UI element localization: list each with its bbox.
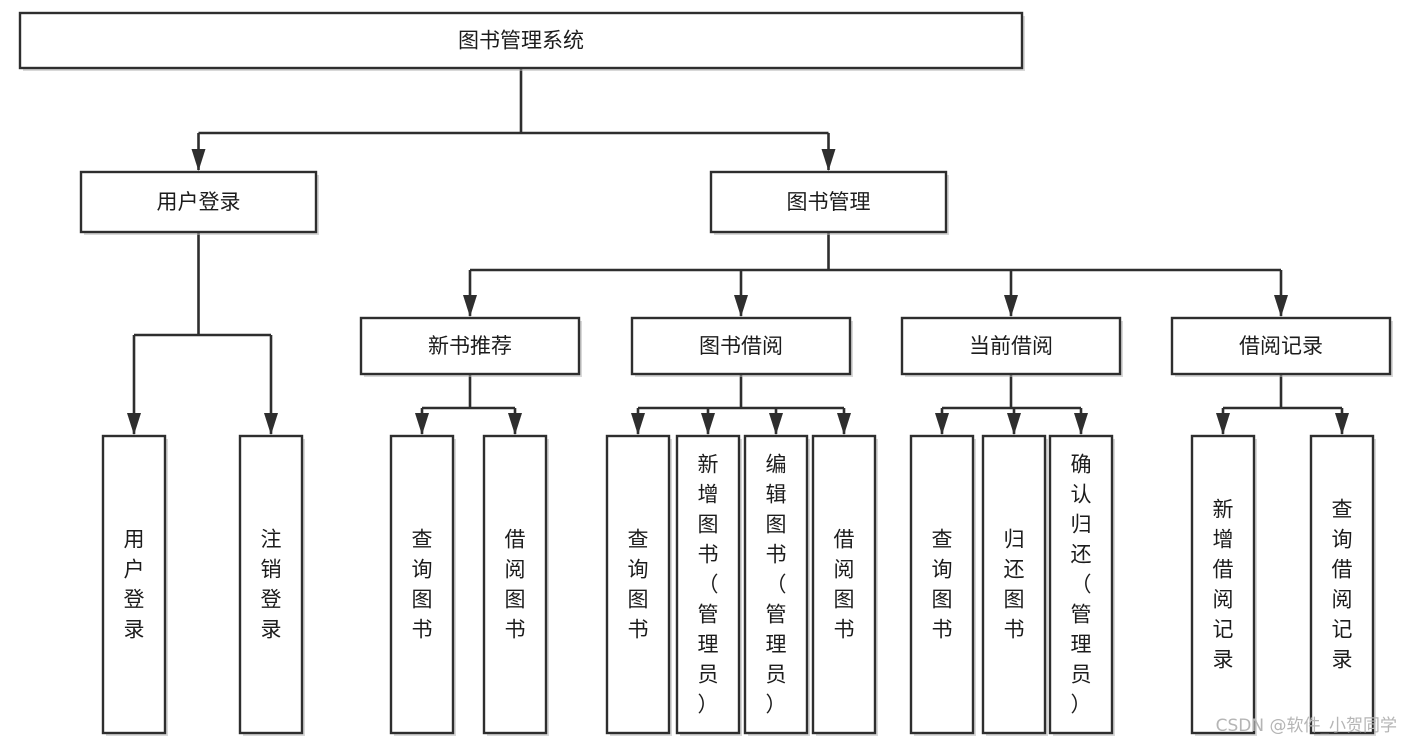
node-root-label: 图书管理系统	[458, 29, 584, 53]
node-leaf-borrow-book-2[interactable]: 借阅图书	[811, 434, 878, 736]
node-leaf-return-book-outline	[981, 434, 1047, 735]
node-leaf-confirm-return-admin-outline	[1048, 434, 1114, 735]
node-book-management-outline	[709, 170, 948, 234]
node-current-borrow-label: 当前借阅	[969, 334, 1053, 358]
node-user-login-label: 用户登录	[157, 190, 241, 214]
connector-arrowhead	[127, 413, 141, 435]
node-new-book-recommend-label: 新书推荐	[428, 334, 512, 358]
connector-arrowhead	[837, 413, 851, 435]
node-new-book-recommend[interactable]: 新书推荐	[359, 316, 582, 377]
node-leaf-return-book-label: 归还图书	[1004, 528, 1025, 642]
node-borrow-record[interactable]: 借阅记录	[1170, 316, 1393, 377]
connector-arrowhead	[1335, 413, 1349, 435]
node-user-login[interactable]: 用户登录	[79, 170, 319, 235]
node-leaf-user-login-outline	[101, 434, 167, 735]
node-leaf-query-book-2[interactable]: 查询图书	[605, 434, 672, 736]
node-leaf-add-book-admin-label: 新增图书（管理员）	[698, 453, 719, 717]
node-book-management[interactable]: 图书管理	[709, 170, 949, 235]
connector-arrowhead	[769, 413, 783, 435]
node-leaf-logout-login-label: 注销登录	[261, 528, 282, 642]
node-book-borrow-outline	[630, 316, 852, 376]
node-leaf-borrow-book-1[interactable]: 借阅图书	[482, 434, 549, 736]
node-layer: 图书管理系统用户登录图书管理新书推荐图书借阅当前借阅借阅记录用户登录注销登录查询…	[18, 11, 1393, 736]
node-leaf-logout-login-outline	[238, 434, 304, 735]
node-book-management-label: 图书管理	[787, 190, 871, 214]
node-leaf-query-book-1-label: 查询图书	[412, 528, 433, 642]
connector-arrowhead	[508, 413, 522, 435]
node-leaf-user-login[interactable]: 用户登录	[101, 434, 168, 736]
connector-arrowhead	[191, 149, 206, 171]
node-leaf-add-book-admin-outline	[675, 434, 741, 735]
node-current-borrow-outline	[900, 316, 1122, 376]
connector-arrowhead	[463, 295, 477, 317]
connector-arrowhead	[264, 413, 278, 435]
node-book-borrow[interactable]: 图书借阅	[630, 316, 853, 377]
node-leaf-borrow-book-2-outline	[811, 434, 877, 735]
connector-arrowhead	[1007, 413, 1021, 435]
node-leaf-confirm-return-admin[interactable]: 确认归还（管理员）	[1048, 434, 1115, 736]
node-root[interactable]: 图书管理系统	[18, 11, 1025, 71]
node-leaf-edit-book-admin-outline	[743, 434, 809, 735]
connector-arrowhead	[1004, 295, 1018, 317]
node-leaf-query-book-1[interactable]: 查询图书	[389, 434, 456, 736]
node-leaf-borrow-book-1-outline	[482, 434, 548, 735]
connector-arrowhead	[821, 149, 836, 171]
node-leaf-query-book-1-outline	[389, 434, 455, 735]
connector-arrowhead	[631, 413, 645, 435]
connector-arrowhead	[734, 295, 748, 317]
node-leaf-borrow-book-1-label: 借阅图书	[505, 528, 526, 642]
node-leaf-query-borrow-record-outline	[1309, 434, 1375, 735]
connector-arrowhead	[701, 413, 715, 435]
connector-arrowhead	[935, 413, 949, 435]
csdn-watermark: CSDN @软件_小贺同学	[1216, 716, 1397, 736]
node-leaf-return-book[interactable]: 归还图书	[981, 434, 1048, 736]
node-leaf-query-borrow-record-label: 查询借阅记录	[1332, 498, 1353, 672]
node-leaf-query-book-2-label: 查询图书	[628, 528, 649, 642]
connector-arrowhead	[1216, 413, 1230, 435]
node-user-login-outline	[79, 170, 318, 234]
node-leaf-add-borrow-record-label: 新增借阅记录	[1213, 498, 1234, 672]
node-leaf-confirm-return-admin-label: 确认归还（管理员）	[1071, 453, 1092, 717]
node-current-borrow[interactable]: 当前借阅	[900, 316, 1123, 377]
node-leaf-add-borrow-record[interactable]: 新增借阅记录	[1190, 434, 1257, 736]
node-root-outline	[18, 11, 1024, 70]
node-leaf-query-book-3[interactable]: 查询图书	[909, 434, 976, 736]
node-new-book-recommend-outline	[359, 316, 581, 376]
node-leaf-query-book-2-outline	[605, 434, 671, 735]
node-leaf-user-login-label: 用户登录	[124, 528, 145, 642]
connector-layer	[127, 68, 1349, 435]
node-leaf-edit-book-admin-label: 编辑图书（管理员）	[766, 453, 787, 717]
node-leaf-logout-login[interactable]: 注销登录	[238, 434, 305, 736]
node-leaf-query-book-3-outline	[909, 434, 975, 735]
node-borrow-record-outline	[1170, 316, 1392, 376]
node-leaf-borrow-book-2-label: 借阅图书	[834, 528, 855, 642]
node-book-borrow-label: 图书借阅	[699, 334, 783, 358]
node-leaf-query-borrow-record[interactable]: 查询借阅记录	[1309, 434, 1376, 736]
node-leaf-edit-book-admin[interactable]: 编辑图书（管理员）	[743, 434, 810, 736]
connector-arrowhead	[1274, 295, 1288, 317]
connector-arrowhead	[1074, 413, 1088, 435]
connector-arrowhead	[415, 413, 429, 435]
node-leaf-add-book-admin[interactable]: 新增图书（管理员）	[675, 434, 742, 736]
node-leaf-query-book-3-label: 查询图书	[932, 528, 953, 642]
node-borrow-record-label: 借阅记录	[1239, 334, 1323, 358]
node-leaf-add-borrow-record-outline	[1190, 434, 1256, 735]
